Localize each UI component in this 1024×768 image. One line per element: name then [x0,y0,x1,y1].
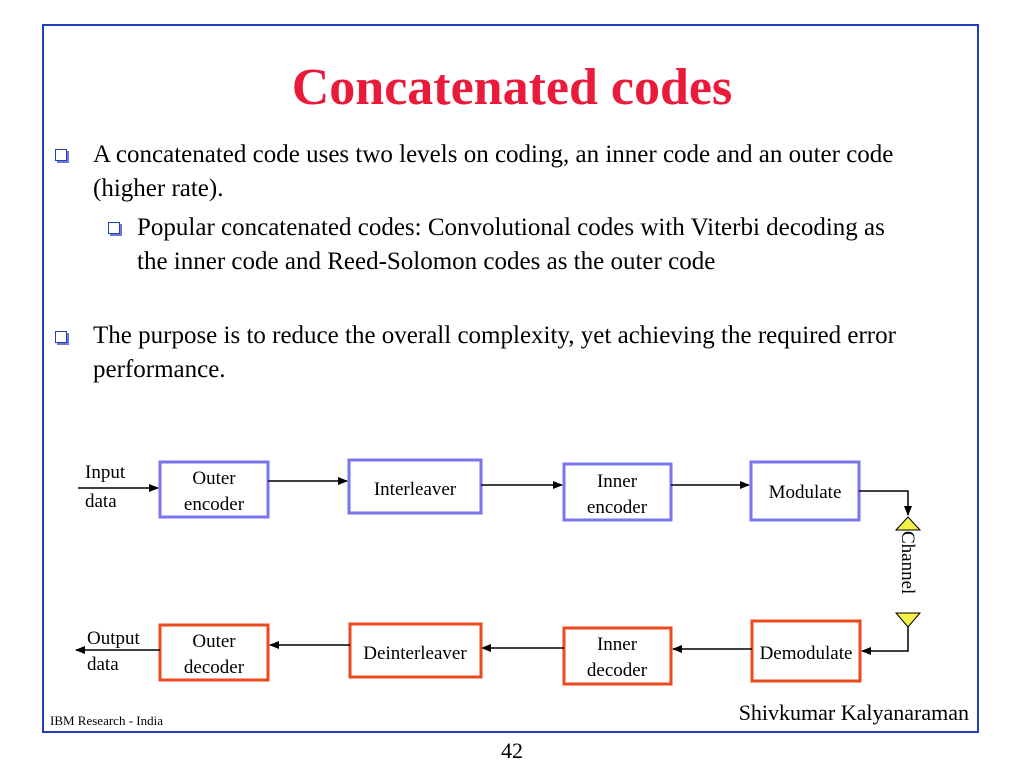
arrow [861,627,909,655]
channel-label: Channel [897,531,918,594]
slide-title: Concatenated codes [291,59,733,116]
svg-text:Modulate: Modulate [769,482,842,503]
svg-text:encoder: encoder [184,494,245,515]
slide-frame [42,24,979,733]
footer-organization: IBM Research - India [50,713,163,728]
output-label: data [87,654,119,675]
interleaver-block: Interleaver [347,458,483,515]
sub-bullet-text: Popular concatenated codes: Convolutiona… [137,214,885,275]
input-label: Input [85,462,126,483]
svg-text:Outer: Outer [192,468,236,489]
svg-text:Outer: Outer [192,631,236,652]
svg-text:Demodulate: Demodulate [760,643,853,664]
footer-author: Shivkumar Kalyanaraman [738,700,969,725]
svg-text:decoder: decoder [587,660,648,681]
svg-text:Inner: Inner [597,471,638,492]
page-number: 42 [501,738,523,763]
channel-block: Channel [894,516,922,628]
outer-encoder-block: Outer encoder [158,460,270,519]
bullet-text: A concatenated code uses two levels on c… [93,141,894,202]
square-bullet-icon [108,222,120,234]
deinterleaver-block: Deinterleaver [348,622,483,679]
square-bullet-icon [55,149,67,161]
svg-text:Deinterleaver: Deinterleaver [363,643,467,664]
svg-text:Inner: Inner [597,634,638,655]
svg-text:decoder: decoder [184,657,245,678]
inner-decoder-block: Inner decoder [562,626,673,686]
svg-text:Interleaver: Interleaver [374,479,457,500]
square-bullet-icon [55,331,67,343]
demodulate-block: Demodulate [750,619,862,683]
outer-decoder-block: Outer decoder [158,623,270,682]
modulate-block: Modulate [749,460,861,522]
svg-text:encoder: encoder [587,497,648,518]
arrow [859,490,912,516]
output-label: Output [87,628,141,649]
inner-encoder-block: Inner encoder [562,462,673,522]
bullet-text: The purpose is to reduce the overall com… [93,322,896,383]
input-label: data [85,491,117,512]
